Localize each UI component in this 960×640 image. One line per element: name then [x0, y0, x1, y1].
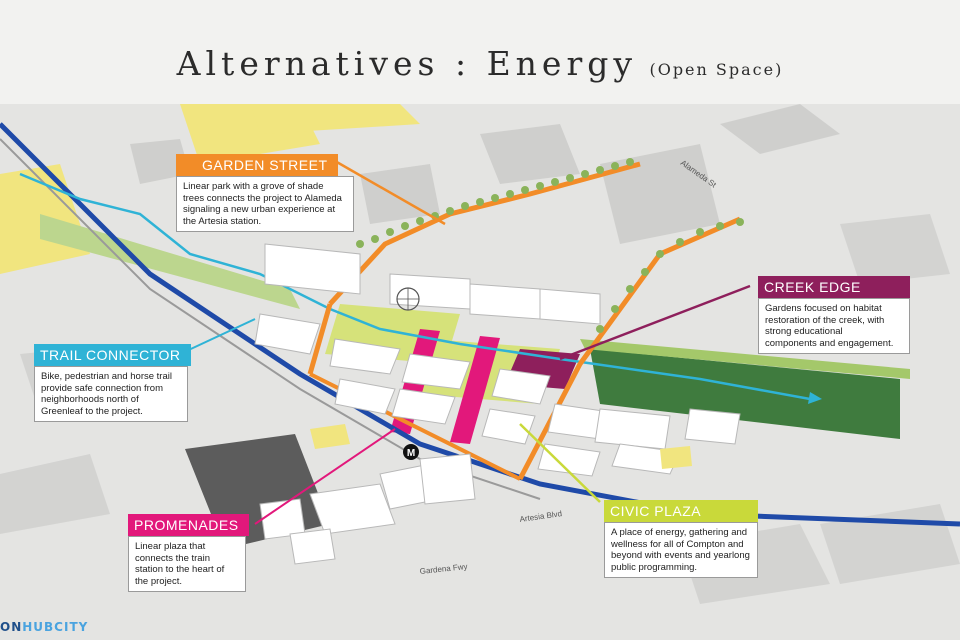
creek-green-right [590, 349, 900, 439]
building-bg [720, 104, 840, 154]
metro-icon [403, 444, 419, 460]
callout-civic-plaza-text: A place of energy, gathering and wellnes… [604, 522, 758, 578]
creek-green-left [40, 214, 300, 309]
building-bg [480, 124, 580, 184]
promenade-strip-2 [450, 336, 500, 444]
leader-promenades [254, 428, 396, 525]
callout-civic-plaza-title: CIVIC PLAZA [604, 500, 758, 522]
tree-row [356, 158, 744, 333]
callout-promenades-text: Linear plaza that connects the train sta… [128, 536, 246, 592]
leader-garden-street [334, 159, 446, 226]
page-title: Alternatives : Energy (Open Space) [0, 44, 960, 83]
brand-logo: ONHUBCITY [0, 620, 88, 634]
callout-promenades: PROMENADES Linear plaza that connects th… [128, 514, 249, 592]
brand-part1: ON [0, 620, 23, 634]
title-main: Alternatives : Energy [176, 44, 637, 83]
leader-creek-edge [559, 284, 751, 361]
callout-trail-connector-title: TRAIL CONNECTOR [34, 344, 191, 366]
trail-arrow [808, 392, 822, 404]
callout-civic-plaza: CIVIC PLAZA A place of energy, gathering… [604, 500, 758, 578]
site-plan-map: M Alameda St Artesia Blvd Gardena Fwy [0, 104, 960, 640]
title-sub: (Open Space) [649, 60, 784, 79]
callout-promenades-title: PROMENADES [128, 514, 249, 536]
metro-label: M [407, 448, 415, 459]
callout-creek-edge-title: CREEK EDGE [758, 276, 910, 298]
callout-creek-edge-text: Gardens focused on habitat restoration o… [758, 298, 910, 354]
building-bg [840, 214, 950, 284]
callout-trail-connector-text: Bike, pedestrian and horse trail provide… [34, 366, 188, 422]
garden-street-right [517, 216, 742, 481]
parcel-yellow-top2 [250, 104, 420, 134]
building-bg [0, 454, 110, 534]
parcel-yellow-small [660, 446, 692, 469]
callout-trail-connector: TRAIL CONNECTOR Bike, pedestrian and hor… [34, 344, 191, 422]
garden-street-left [307, 303, 333, 375]
leader-trail-connector [179, 318, 256, 355]
parcel-yellow-small [310, 424, 350, 449]
callout-garden-street-text: Linear park with a grove of shade trees … [176, 176, 354, 232]
leader-civic-plaza [519, 423, 601, 503]
creek-edge-strip [580, 339, 910, 379]
callout-garden-street-title: GARDEN STREET [176, 154, 338, 176]
brand-part2: HUBCITY [22, 620, 89, 634]
building-bg [130, 139, 190, 184]
callout-creek-edge: CREEK EDGE Gardens focused on habitat re… [758, 276, 910, 354]
callout-garden-street: GARDEN STREET Linear park with a grove o… [176, 154, 354, 232]
